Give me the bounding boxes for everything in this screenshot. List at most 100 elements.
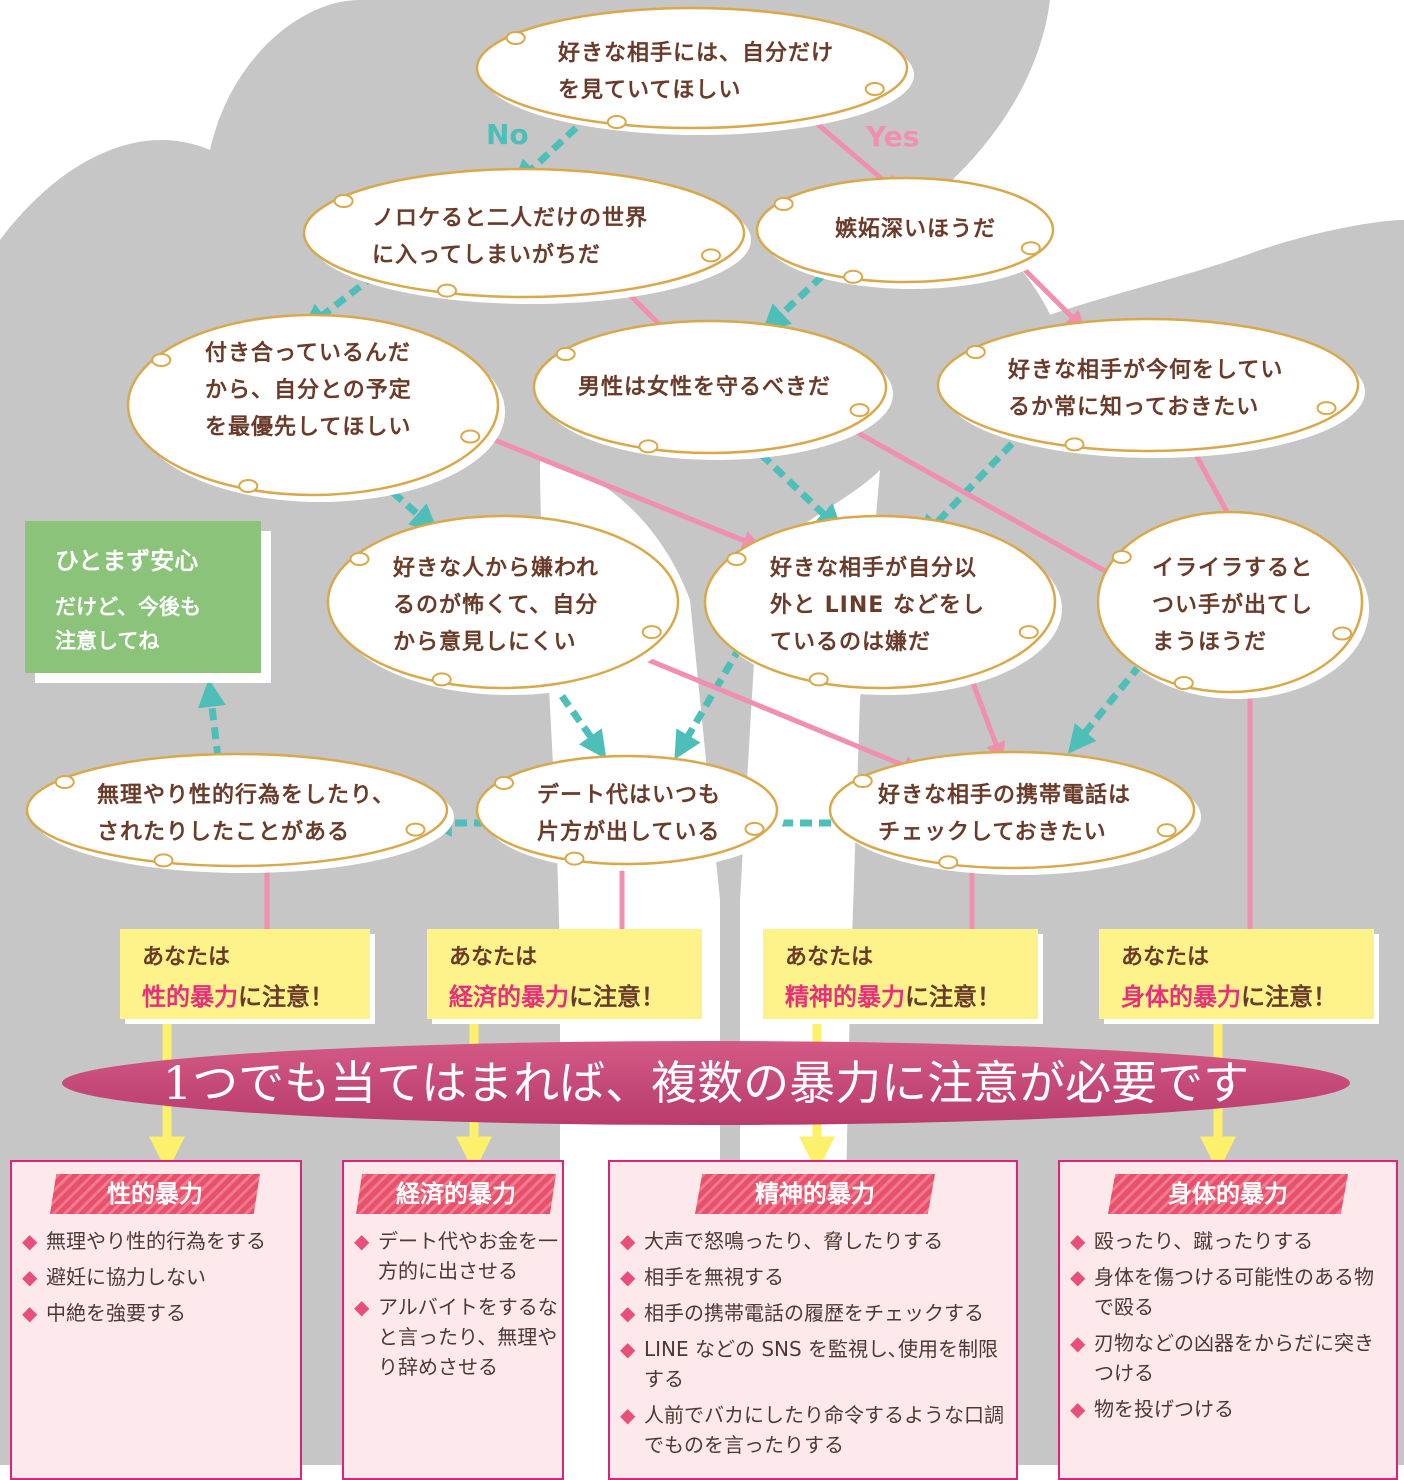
diamond-bullet-icon: ◆ xyxy=(620,1403,636,1427)
list-item: ◆ アルバイトをするなと言ったり、無理やり辞めさせる xyxy=(354,1292,559,1382)
result-sexual-type: 性的暴力 xyxy=(142,983,238,1011)
bubble-curl xyxy=(238,479,259,493)
bubble-curl xyxy=(701,248,721,263)
question-1-line-2: を見ていてほしい xyxy=(558,78,742,103)
question-4-line-3: を最優先してほしい xyxy=(205,415,412,440)
bubble-curl xyxy=(437,283,457,298)
question-1-line-1: 好きな相手には、自分だけ xyxy=(558,41,835,66)
panel-physical: 身体的暴力 ◆殴ったり、蹴ったりする ◆身体を傷つける可能性のある物で殴る ◆刃… xyxy=(1058,1160,1398,1480)
question-4-text: 付き合っているんだ から、自分との予定 を最優先してほしい xyxy=(205,335,412,446)
list-item: ◆刃物などの凶器をからだに突きつける xyxy=(1070,1328,1392,1388)
diamond-bullet-icon: ◆ xyxy=(354,1295,370,1319)
question-bubble-q11 xyxy=(475,754,784,871)
question-6-text: 好きな相手が今何をしてい るか常に知っておきたい xyxy=(1008,352,1283,426)
bubble-curl xyxy=(151,353,172,367)
question-bubble-q10 xyxy=(25,752,454,873)
bubble-curl xyxy=(505,31,526,45)
list-item: ◆中絶を強要する xyxy=(22,1298,297,1328)
bubble-curl xyxy=(965,345,986,359)
question-12-line-1: 好きな相手の携帯電話は xyxy=(878,783,1132,808)
list-item-text: LINE などの SNS を監視し､使用を制限する xyxy=(644,1337,999,1391)
question-7-line-3: から意見しにくい xyxy=(393,630,577,655)
list-item: ◆殴ったり、蹴ったりする xyxy=(1070,1226,1392,1256)
panel-physical-list: ◆殴ったり、蹴ったりする ◆ 身体を傷つける可能性のある物で殴る ◆刃物などの凶器… xyxy=(1070,1226,1392,1430)
bubble-curl xyxy=(405,822,426,837)
list-item: ◆ LINE などの SNS を監視し､使用を制限する xyxy=(620,1334,1010,1394)
result-suffix: に注意！ xyxy=(238,983,334,1011)
result-physical-box: あなたは 身体的暴力に注意！ xyxy=(1099,929,1374,1019)
panel-mental: 精神的暴力 ◆大声で怒鳴ったり、脅したりする ◆相手を無視する ◆相手の携帯電話… xyxy=(608,1160,1018,1480)
question-9-line-1: イライラすると xyxy=(1152,556,1314,581)
result-prefix: あなたは xyxy=(449,945,538,970)
panel-sexual: 性的暴力 ◆無理やり性的行為をする ◆避妊に協力しない ◆中絶を強要する xyxy=(10,1160,302,1480)
list-item-text: 身体を傷つける可能性のある物で殴る xyxy=(1094,1265,1374,1319)
safe-message-box: ひとまず安心 だけど、今後も 注意してね xyxy=(25,521,261,673)
bubble-curl xyxy=(153,853,174,868)
question-6-line-2: るか常に知っておきたい xyxy=(1008,395,1260,420)
bubble-curl xyxy=(773,197,794,211)
bubble-curl xyxy=(555,347,576,361)
list-item: ◆ デート代やお金を一方的に出させる xyxy=(354,1226,559,1286)
question-11-line-1: デート代はいつも xyxy=(537,783,722,808)
question-5-text: 男性は女性を守るべきだ xyxy=(578,369,831,406)
bubble-curl xyxy=(843,269,864,284)
bubble-curl xyxy=(744,821,765,836)
diamond-bullet-icon: ◆ xyxy=(22,1301,38,1325)
safe-line-1: ひとまず安心 xyxy=(55,547,199,575)
bubble-curl xyxy=(1156,823,1177,838)
list-item-text: 相手の携帯電話の履歴をチェックする xyxy=(644,1301,984,1325)
bubble-curl xyxy=(1020,241,1041,256)
bubble-curl xyxy=(494,776,514,790)
list-item-text: 大声で怒鳴ったり、脅したりする xyxy=(644,1229,944,1253)
result-prefix: あなたは xyxy=(1121,945,1210,970)
bubble-curl xyxy=(333,194,354,208)
panel-mental-title: 精神的暴力 xyxy=(695,1174,935,1214)
list-item: ◆相手を無視する xyxy=(620,1262,1010,1292)
bubble-curl xyxy=(349,552,370,566)
bubble-curl xyxy=(1111,550,1132,564)
bubble-curl xyxy=(726,552,747,566)
question-7-text: 好きな人から嫌われ るのが怖くて、自分 から意見しにくい xyxy=(393,550,599,661)
result-sexual-box: あなたは 性的暴力に注意！ xyxy=(120,929,370,1019)
list-item-text: 人前でバカにしたり命令するような口調でものを言ったりする xyxy=(644,1403,1004,1457)
list-item: ◆物を投げつける xyxy=(1070,1394,1392,1424)
result-physical-line: 身体的暴力に注意！ xyxy=(1121,977,1337,1012)
result-economic-line: 経済的暴力に注意！ xyxy=(449,977,665,1012)
bubble-curl xyxy=(1316,401,1337,416)
diamond-bullet-icon: ◆ xyxy=(1070,1331,1086,1355)
list-item-text: 物を投げつける xyxy=(1094,1397,1234,1421)
question-8-line-1: 好きな相手が自分以 xyxy=(770,556,978,581)
question-2-text: ノロケると二人だけの世界 に入ってしまいがちだ xyxy=(372,200,648,274)
list-item-text: アルバイトをするなと言ったり、無理やり辞めさせる xyxy=(378,1295,558,1379)
question-9-text: イライラすると つい手が出てし まうほうだ xyxy=(1152,550,1313,661)
result-mental-box: あなたは 精神的暴力に注意！ xyxy=(763,929,1038,1019)
result-suffix: に注意！ xyxy=(569,983,665,1011)
question-3-line-1: 嫉妬深いほうだ xyxy=(835,217,997,242)
question-9-line-2: つい手が出てし xyxy=(1152,593,1314,618)
list-item-text: 相手を無視する xyxy=(644,1265,784,1289)
bubble-curl xyxy=(641,625,662,640)
bubble-outline xyxy=(475,6,909,130)
banner-ellipse xyxy=(62,1041,1350,1125)
bubble-curl xyxy=(54,775,75,789)
bubble-curl xyxy=(849,403,870,418)
list-item: ◆相手の携帯電話の履歴をチェックする xyxy=(620,1298,1010,1328)
result-mental-type: 精神的暴力 xyxy=(785,983,905,1011)
bubble-curl xyxy=(864,82,885,96)
bubble-outline xyxy=(828,750,1196,870)
question-bubble-q7 xyxy=(326,514,685,695)
question-3-text: 嫉妬深いほうだ xyxy=(835,211,996,248)
question-10-line-2: されたりしたことがある xyxy=(97,820,351,845)
diamond-bullet-icon: ◆ xyxy=(354,1229,370,1253)
list-item-text: デート代やお金を一方的に出させる xyxy=(378,1229,558,1283)
question-10-line-1: 無理やり性的行為をしたり、 xyxy=(97,783,396,808)
question-11-line-2: 片方が出している xyxy=(537,820,721,845)
question-4-line-1: 付き合っているんだ xyxy=(205,341,411,366)
result-sexual-line: 性的暴力に注意！ xyxy=(142,977,334,1012)
question-4-line-2: から、自分との予定 xyxy=(205,378,412,403)
result-economic-type: 経済的暴力 xyxy=(449,983,569,1011)
diamond-bullet-icon: ◆ xyxy=(620,1337,636,1361)
question-6-line-1: 好きな相手が今何をしてい xyxy=(1008,358,1284,383)
bubble-curl xyxy=(1064,437,1085,452)
